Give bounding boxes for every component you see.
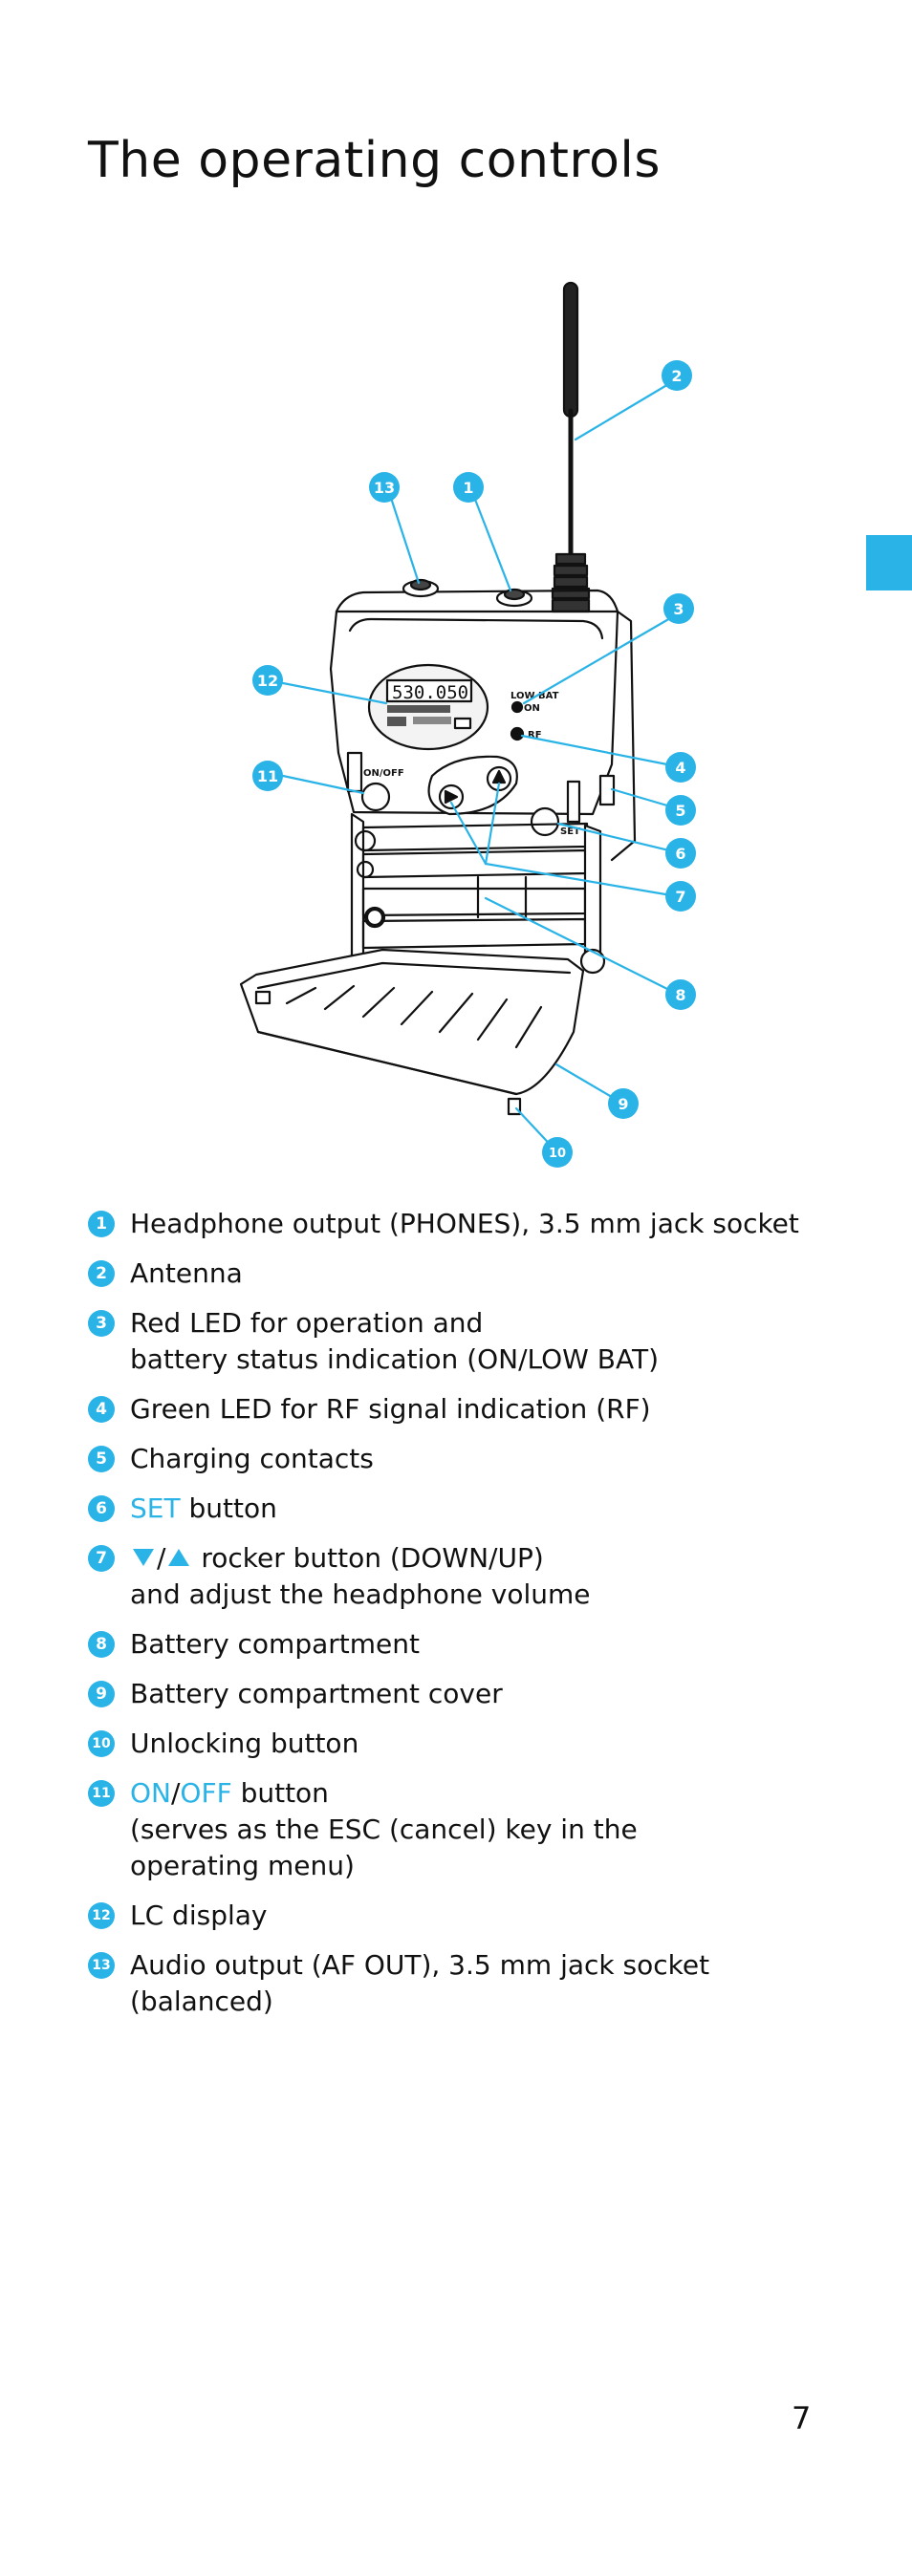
- legend-number: 6: [88, 1495, 115, 1522]
- callout-10: [542, 1137, 573, 1168]
- legend-text: and adjust the headphone volume: [130, 1578, 591, 1610]
- legend-number: 12: [88, 1902, 115, 1929]
- page-number: 7: [792, 2400, 812, 2436]
- callout-markers: 2 1 13 3 12 4 11 5 6 7 8 9 10: [252, 360, 696, 1168]
- legend-number: 7: [88, 1545, 115, 1572]
- legend-number: 2: [88, 1260, 115, 1287]
- legend-text: button: [180, 1492, 277, 1524]
- callout-5-label: 5: [675, 802, 685, 820]
- svg-text:ON/OFF: ON/OFF: [363, 768, 404, 779]
- legend-item: 2 Antenna: [88, 1256, 853, 1292]
- legend-number: 9: [88, 1681, 115, 1707]
- callout-1-label: 1: [463, 479, 473, 497]
- callout-9: [608, 1088, 639, 1119]
- legend-text: Battery compartment cover: [130, 1678, 503, 1709]
- legend-text: Battery compartment: [130, 1628, 420, 1660]
- callout-11: [252, 761, 283, 791]
- legend-text: button: [231, 1777, 329, 1809]
- on-label: ON: [130, 1777, 171, 1809]
- legend-number: 5: [88, 1446, 115, 1472]
- legend-item: 11 ON/OFF button (serves as the ESC (can…: [88, 1775, 853, 1884]
- legend-number: 3: [88, 1310, 115, 1337]
- legend-number: 8: [88, 1631, 115, 1658]
- callout-12: [252, 665, 283, 696]
- callout-4: [665, 752, 696, 783]
- legend-text: Antenna: [130, 1257, 243, 1289]
- legend-number: 1: [88, 1211, 115, 1237]
- legend-item: 8 Battery compartment: [88, 1626, 853, 1663]
- legend-number: 11: [88, 1780, 115, 1807]
- callout-7-label: 7: [675, 888, 685, 906]
- legend-text: Headphone output (PHONES), 3.5 mm jack s…: [130, 1208, 799, 1239]
- callout-3: [663, 593, 694, 624]
- legend-item: 4 Green LED for RF signal indication (RF…: [88, 1391, 853, 1428]
- pocket-receiver-device-illustration: 530.050 LOW BAT ON RF ON/OFF SET: [239, 281, 696, 1168]
- svg-text:RF: RF: [528, 730, 542, 741]
- legend-text: operating menu): [130, 1850, 355, 1881]
- callout-13-label: 13: [374, 479, 395, 497]
- callout-3-label: 3: [673, 600, 684, 618]
- callout-1: [453, 472, 484, 503]
- callout-13: [369, 472, 400, 503]
- legend-item: 5 Charging contacts: [88, 1441, 853, 1477]
- callout-10-label: 10: [549, 1147, 566, 1161]
- legend-text: Unlocking button: [130, 1728, 359, 1759]
- callout-2: [662, 360, 692, 391]
- on-off-separator: /: [170, 1777, 181, 1809]
- legend-text: Red LED for operation and: [130, 1307, 484, 1339]
- svg-text:SET: SET: [560, 826, 580, 837]
- off-label: OFF: [180, 1777, 232, 1809]
- callout-8: [665, 979, 696, 1010]
- svg-text:ON: ON: [524, 703, 540, 714]
- legend-number: 10: [88, 1730, 115, 1757]
- legend-text: Audio output (AF OUT), 3.5 mm jack socke…: [130, 1949, 710, 1981]
- callout-11-label: 11: [257, 767, 278, 785]
- legend-item: 9 Battery compartment cover: [88, 1676, 853, 1712]
- callout-5: [665, 795, 696, 826]
- legend-text: Green LED for RF signal indication (RF): [130, 1393, 651, 1425]
- legend-item: 6 SET button: [88, 1491, 853, 1527]
- legend-text: (serves as the ESC (cancel) key in the: [130, 1814, 638, 1845]
- legend-number: 13: [88, 1952, 115, 1979]
- page-title: The operating controls: [88, 132, 661, 189]
- svg-text:530.050: 530.050: [392, 682, 468, 703]
- legend-item: 12 LC display: [88, 1898, 853, 1934]
- callout-12-label: 12: [257, 672, 278, 690]
- legend-item: 1 Headphone output (PHONES), 3.5 mm jack…: [88, 1206, 853, 1242]
- callout-4-label: 4: [675, 759, 685, 777]
- down-arrow-icon: [133, 1549, 154, 1566]
- arrow-separator: /: [157, 1542, 166, 1574]
- callout-6: [665, 838, 696, 869]
- legend-text: battery status indication (ON/LOW BAT): [130, 1343, 659, 1375]
- legend-text: (balanced): [130, 1986, 273, 2017]
- legend-item: 13 Audio output (AF OUT), 3.5 mm jack so…: [88, 1947, 853, 2020]
- legend-text: LC display: [130, 1900, 268, 1931]
- legend-item: 3 Red LED for operation and battery stat…: [88, 1305, 853, 1378]
- set-label: SET: [130, 1492, 181, 1524]
- chapter-tab: [866, 535, 912, 590]
- controls-legend: 1 Headphone output (PHONES), 3.5 mm jack…: [88, 1206, 853, 2033]
- callout-6-label: 6: [675, 845, 685, 863]
- callout-7: [665, 881, 696, 912]
- legend-item: 7 / rocker button (DOWN/UP) and adjust t…: [88, 1540, 853, 1613]
- up-arrow-icon: [168, 1549, 190, 1566]
- legend-text: rocker button (DOWN/UP): [192, 1542, 544, 1574]
- callout-2-label: 2: [671, 367, 682, 385]
- legend-number: 4: [88, 1396, 115, 1423]
- callout-9-label: 9: [618, 1095, 628, 1113]
- callout-8-label: 8: [675, 986, 685, 1004]
- legend-item: 10 Unlocking button: [88, 1726, 853, 1762]
- legend-text: Charging contacts: [130, 1443, 374, 1474]
